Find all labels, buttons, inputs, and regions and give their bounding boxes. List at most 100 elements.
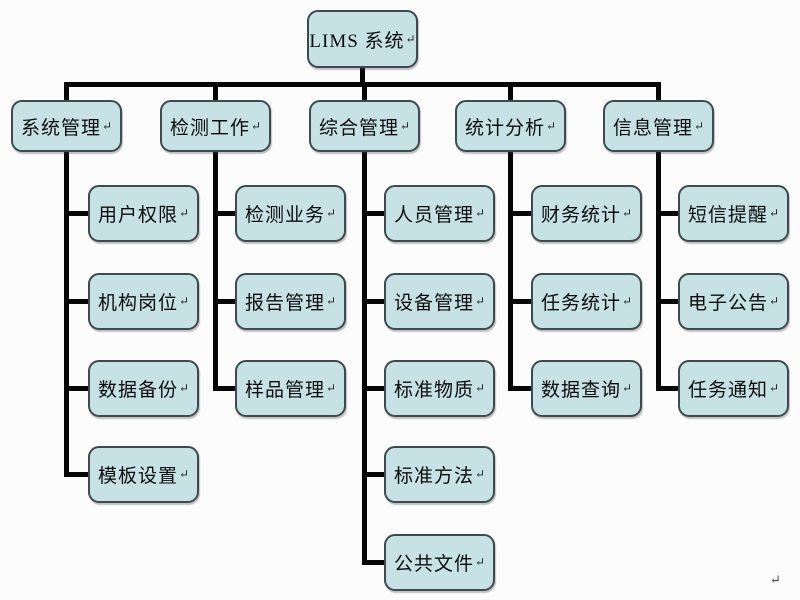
connector-stub-template-settings: [64, 472, 90, 477]
node-public-documents: 公共文件 ↵: [384, 534, 495, 591]
node-public-documents-label: 公共文件: [393, 554, 474, 575]
node-statistical-analysis: 统计分析 ↵: [455, 100, 566, 152]
return-mark-icon: ↵: [545, 118, 557, 133]
return-mark-icon: ↵: [693, 118, 705, 133]
node-system-management: 系统管理 ↵: [11, 100, 122, 152]
node-information-management-label: 信息管理: [612, 117, 693, 139]
return-mark-icon: ↵: [178, 206, 190, 220]
node-equipment-management-label: 设备管理: [393, 293, 474, 314]
node-lims-root: LIMS 系统 ↵: [307, 10, 418, 68]
node-sms-reminder-label: 短信提醒: [687, 205, 768, 226]
return-mark-icon: ↵: [768, 381, 780, 395]
node-task-notification-label: 任务通知: [687, 380, 768, 401]
node-org-positions: 机构岗位 ↵: [88, 273, 199, 330]
connector-stub-task-statistics: [508, 299, 533, 304]
node-report-management: 报告管理 ↵: [235, 273, 346, 330]
node-data-query-label: 数据查询: [540, 380, 621, 401]
node-template-settings: 模板设置 ↵: [88, 446, 199, 503]
node-personnel-management-label: 人员管理: [393, 205, 474, 226]
connector-stub-personnel-management: [362, 211, 386, 216]
return-mark-icon: ↵: [768, 294, 780, 308]
node-statistical-analysis-label: 统计分析: [464, 117, 545, 139]
return-mark-icon: ↵: [768, 206, 780, 220]
node-task-notification: 任务通知 ↵: [678, 360, 789, 417]
node-data-backup-label: 数据备份: [97, 380, 178, 401]
return-mark-icon: ↵: [250, 118, 262, 133]
connector-stub-sample-management: [213, 386, 237, 391]
node-electronic-bulletin: 电子公告 ↵: [678, 273, 789, 330]
node-reference-materials-label: 标准物质: [393, 380, 474, 401]
node-comprehensive-management: 综合管理 ↵: [309, 100, 420, 152]
connector-stub-org-positions: [64, 299, 90, 304]
node-equipment-management: 设备管理 ↵: [384, 273, 495, 330]
node-data-query: 数据查询 ↵: [531, 360, 642, 417]
node-lims-root-label: LIMS 系统: [309, 30, 405, 52]
connector-drop-system-management: [64, 85, 69, 100]
connector-trunk-information-management: [656, 150, 661, 391]
node-user-permissions-label: 用户权限: [97, 205, 178, 226]
connector-main-horizontal: [64, 82, 661, 87]
connector-stub-electronic-bulletin: [656, 299, 680, 304]
node-financial-statistics-label: 财务统计: [540, 205, 621, 226]
return-mark-icon: ↵: [325, 381, 337, 395]
connector-stub-user-permissions: [64, 211, 90, 216]
node-task-statistics: 任务统计 ↵: [531, 273, 642, 330]
return-mark-icon: ↵: [178, 467, 190, 481]
connector-stub-reference-materials: [362, 386, 386, 391]
return-mark-icon: ↵: [621, 381, 633, 395]
node-system-management-label: 系统管理: [20, 117, 101, 139]
node-testing-business-label: 检测业务: [244, 205, 325, 226]
node-testing-work: 检测工作 ↵: [160, 100, 271, 152]
node-sample-management-label: 样品管理: [244, 380, 325, 401]
node-reference-materials: 标准物质 ↵: [384, 360, 495, 417]
node-sms-reminder: 短信提醒 ↵: [678, 185, 789, 242]
return-mark-icon: ↵: [474, 381, 486, 395]
return-mark-icon: ↵: [621, 294, 633, 308]
connector-stub-report-management: [213, 299, 237, 304]
node-personnel-management: 人员管理 ↵: [384, 185, 495, 242]
node-financial-statistics: 财务统计 ↵: [531, 185, 642, 242]
connector-drop-information-management: [656, 85, 661, 100]
connector-stub-financial-statistics: [508, 211, 533, 216]
return-mark-icon: ↵: [325, 206, 337, 220]
connector-trunk-comprehensive-management: [362, 150, 367, 565]
return-mark-icon: ↵: [474, 206, 486, 220]
node-task-statistics-label: 任务统计: [540, 293, 621, 314]
connector-trunk-statistical-analysis: [508, 150, 513, 391]
node-testing-work-label: 检测工作: [169, 117, 250, 139]
connector-drop-statistical-analysis: [508, 85, 513, 100]
node-standard-methods-label: 标准方法: [393, 466, 474, 487]
node-data-backup: 数据备份 ↵: [88, 360, 199, 417]
return-mark-icon: ↵: [178, 381, 190, 395]
node-report-management-label: 报告管理: [244, 293, 325, 314]
connector-stub-public-documents: [362, 560, 386, 565]
node-information-management: 信息管理 ↵: [603, 100, 714, 152]
return-mark-icon: ↵: [178, 294, 190, 308]
connector-drop-comprehensive-management: [362, 85, 367, 100]
connector-trunk-testing-work: [213, 150, 218, 391]
connector-stub-sms-reminder: [656, 211, 680, 216]
connector-trunk-system-management: [64, 150, 69, 477]
return-mark-icon: ↵: [101, 118, 113, 133]
node-electronic-bulletin-label: 电子公告: [687, 293, 768, 314]
node-org-positions-label: 机构岗位: [97, 293, 178, 314]
return-mark-icon: ↵: [405, 31, 416, 46]
node-template-settings-label: 模板设置: [97, 466, 178, 487]
return-mark-icon: ↵: [399, 118, 411, 133]
connector-stub-data-backup: [64, 386, 90, 391]
return-mark-icon: ↵: [474, 555, 486, 569]
node-standard-methods: 标准方法 ↵: [384, 446, 495, 503]
connector-root-drop: [360, 66, 365, 87]
node-sample-management: 样品管理 ↵: [235, 360, 346, 417]
return-mark-icon: ↵: [474, 294, 486, 308]
paragraph-mark: ↵: [770, 572, 781, 587]
connector-stub-equipment-management: [362, 299, 386, 304]
node-user-permissions: 用户权限 ↵: [88, 185, 199, 242]
connector-stub-data-query: [508, 386, 533, 391]
node-comprehensive-management-label: 综合管理: [318, 117, 399, 139]
connector-stub-testing-business: [213, 211, 237, 216]
connector-drop-testing-work: [213, 85, 218, 100]
node-testing-business: 检测业务 ↵: [235, 185, 346, 242]
return-mark-icon: ↵: [621, 206, 633, 220]
